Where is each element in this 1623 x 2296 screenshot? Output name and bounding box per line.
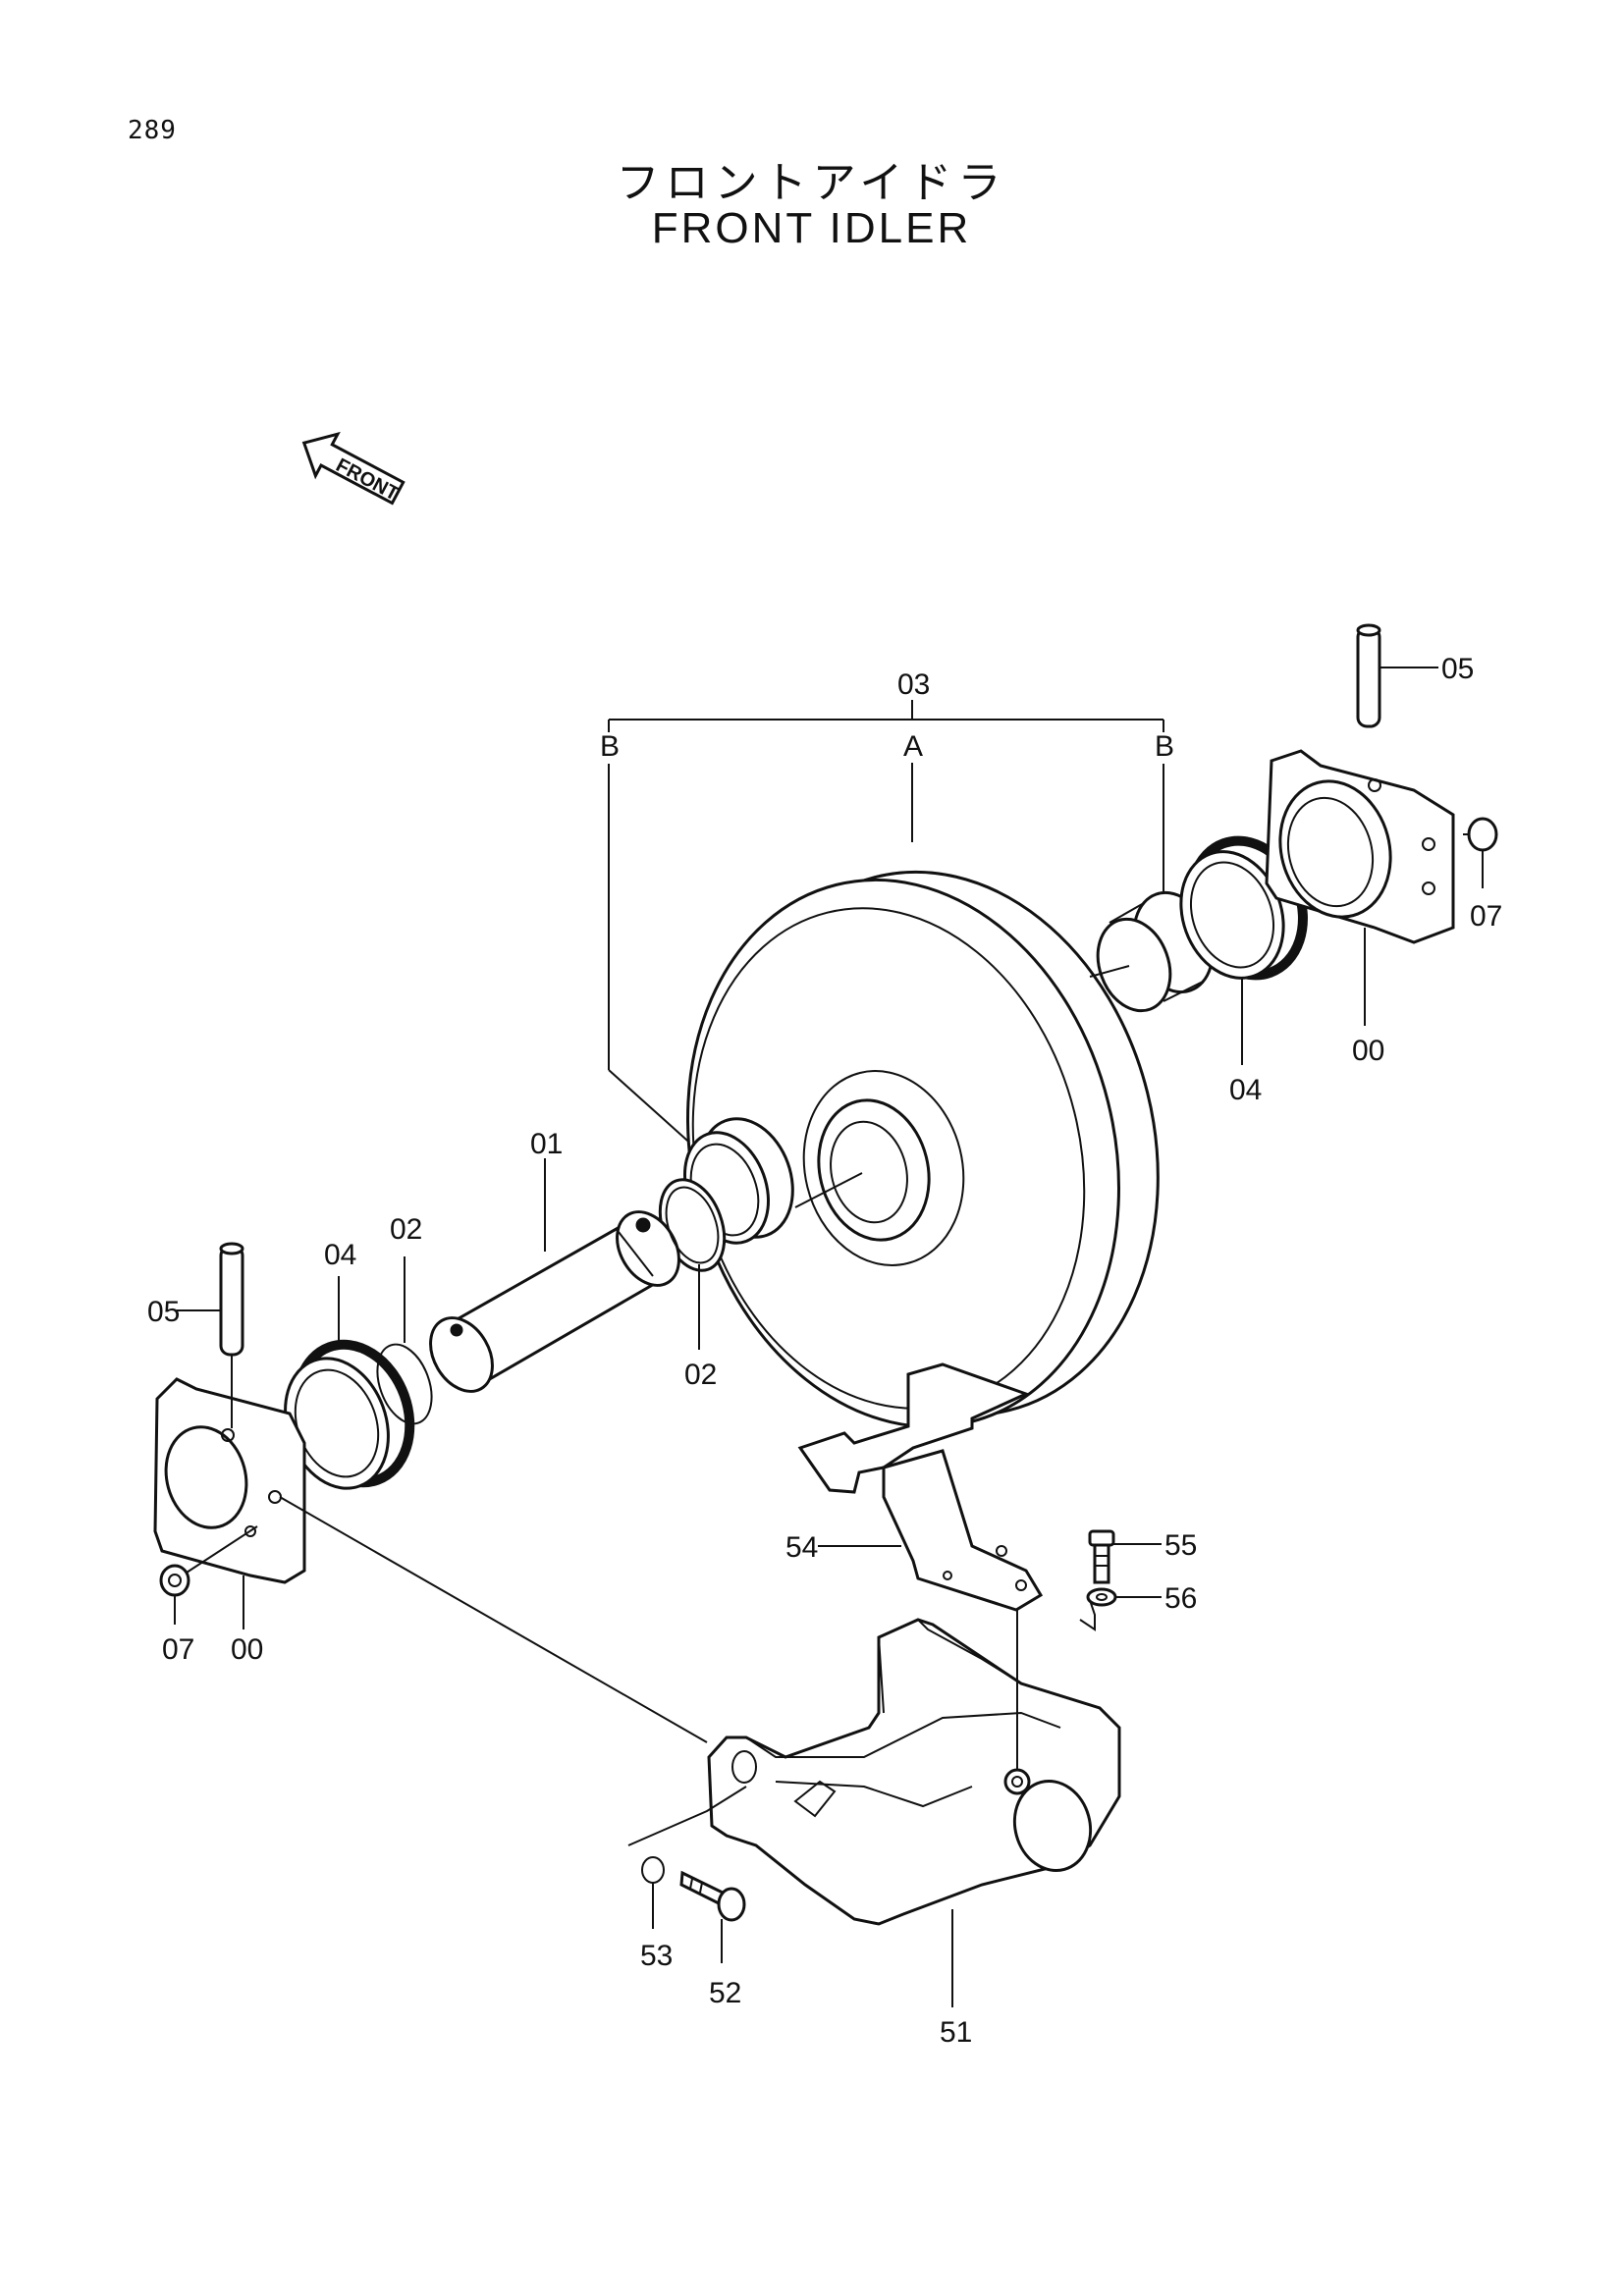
callout-54: 54 bbox=[785, 1531, 818, 1564]
callout-02-lower: 02 bbox=[684, 1359, 717, 1391]
title-english: FRONT IDLER bbox=[651, 204, 972, 252]
right-housing-00 bbox=[1265, 749, 1455, 944]
callout-00-right: 00 bbox=[1352, 1035, 1384, 1067]
callout-03: 03 bbox=[897, 668, 930, 701]
callout-07-right: 07 bbox=[1470, 900, 1502, 933]
o-ring-02-upper bbox=[376, 1343, 433, 1425]
callout-04-left: 04 bbox=[324, 1239, 356, 1271]
callout-51: 51 bbox=[940, 2016, 972, 2049]
bolt-55 bbox=[1088, 1529, 1115, 1584]
left-housing-00 bbox=[153, 1377, 306, 1584]
idler-wheel bbox=[686, 870, 1160, 1429]
callout-01: 01 bbox=[530, 1128, 563, 1160]
callout-04-right: 04 bbox=[1229, 1074, 1262, 1106]
plate-54 bbox=[797, 1362, 1044, 1612]
callout-B-right: B bbox=[1155, 730, 1174, 763]
shaft-01 bbox=[429, 1210, 680, 1393]
yoke-51 bbox=[707, 1610, 1121, 1926]
callout-56: 56 bbox=[1164, 1582, 1197, 1615]
right-pin-05 bbox=[1356, 623, 1381, 728]
callout-53: 53 bbox=[640, 1940, 673, 1972]
left-seal-04 bbox=[284, 1339, 415, 1490]
front-arrow-icon: FRONT bbox=[301, 431, 406, 506]
snap-ring-53 bbox=[641, 1856, 665, 1884]
callout-03-bracket bbox=[608, 700, 1164, 1157]
page-number: 289 bbox=[128, 116, 177, 145]
callout-05-right: 05 bbox=[1441, 653, 1474, 685]
callout-07-left: 07 bbox=[162, 1633, 194, 1666]
left-bushing bbox=[658, 1117, 794, 1272]
bolt-52 bbox=[679, 1870, 746, 1922]
left-pin-05 bbox=[219, 1242, 244, 1357]
title-japanese: フロントアイドラ bbox=[616, 158, 1007, 208]
callout-A: A bbox=[903, 730, 923, 763]
right-plug-07 bbox=[1463, 817, 1498, 852]
callout-52: 52 bbox=[709, 1977, 741, 2009]
callout-B-left: B bbox=[600, 730, 620, 763]
washer-56 bbox=[1086, 1587, 1117, 1607]
callout-00-left: 00 bbox=[231, 1633, 263, 1666]
callout-05-left: 05 bbox=[147, 1296, 180, 1328]
callout-02-upper: 02 bbox=[390, 1213, 422, 1246]
o-ring-02-lower bbox=[665, 1186, 720, 1264]
callout-55: 55 bbox=[1164, 1529, 1197, 1562]
